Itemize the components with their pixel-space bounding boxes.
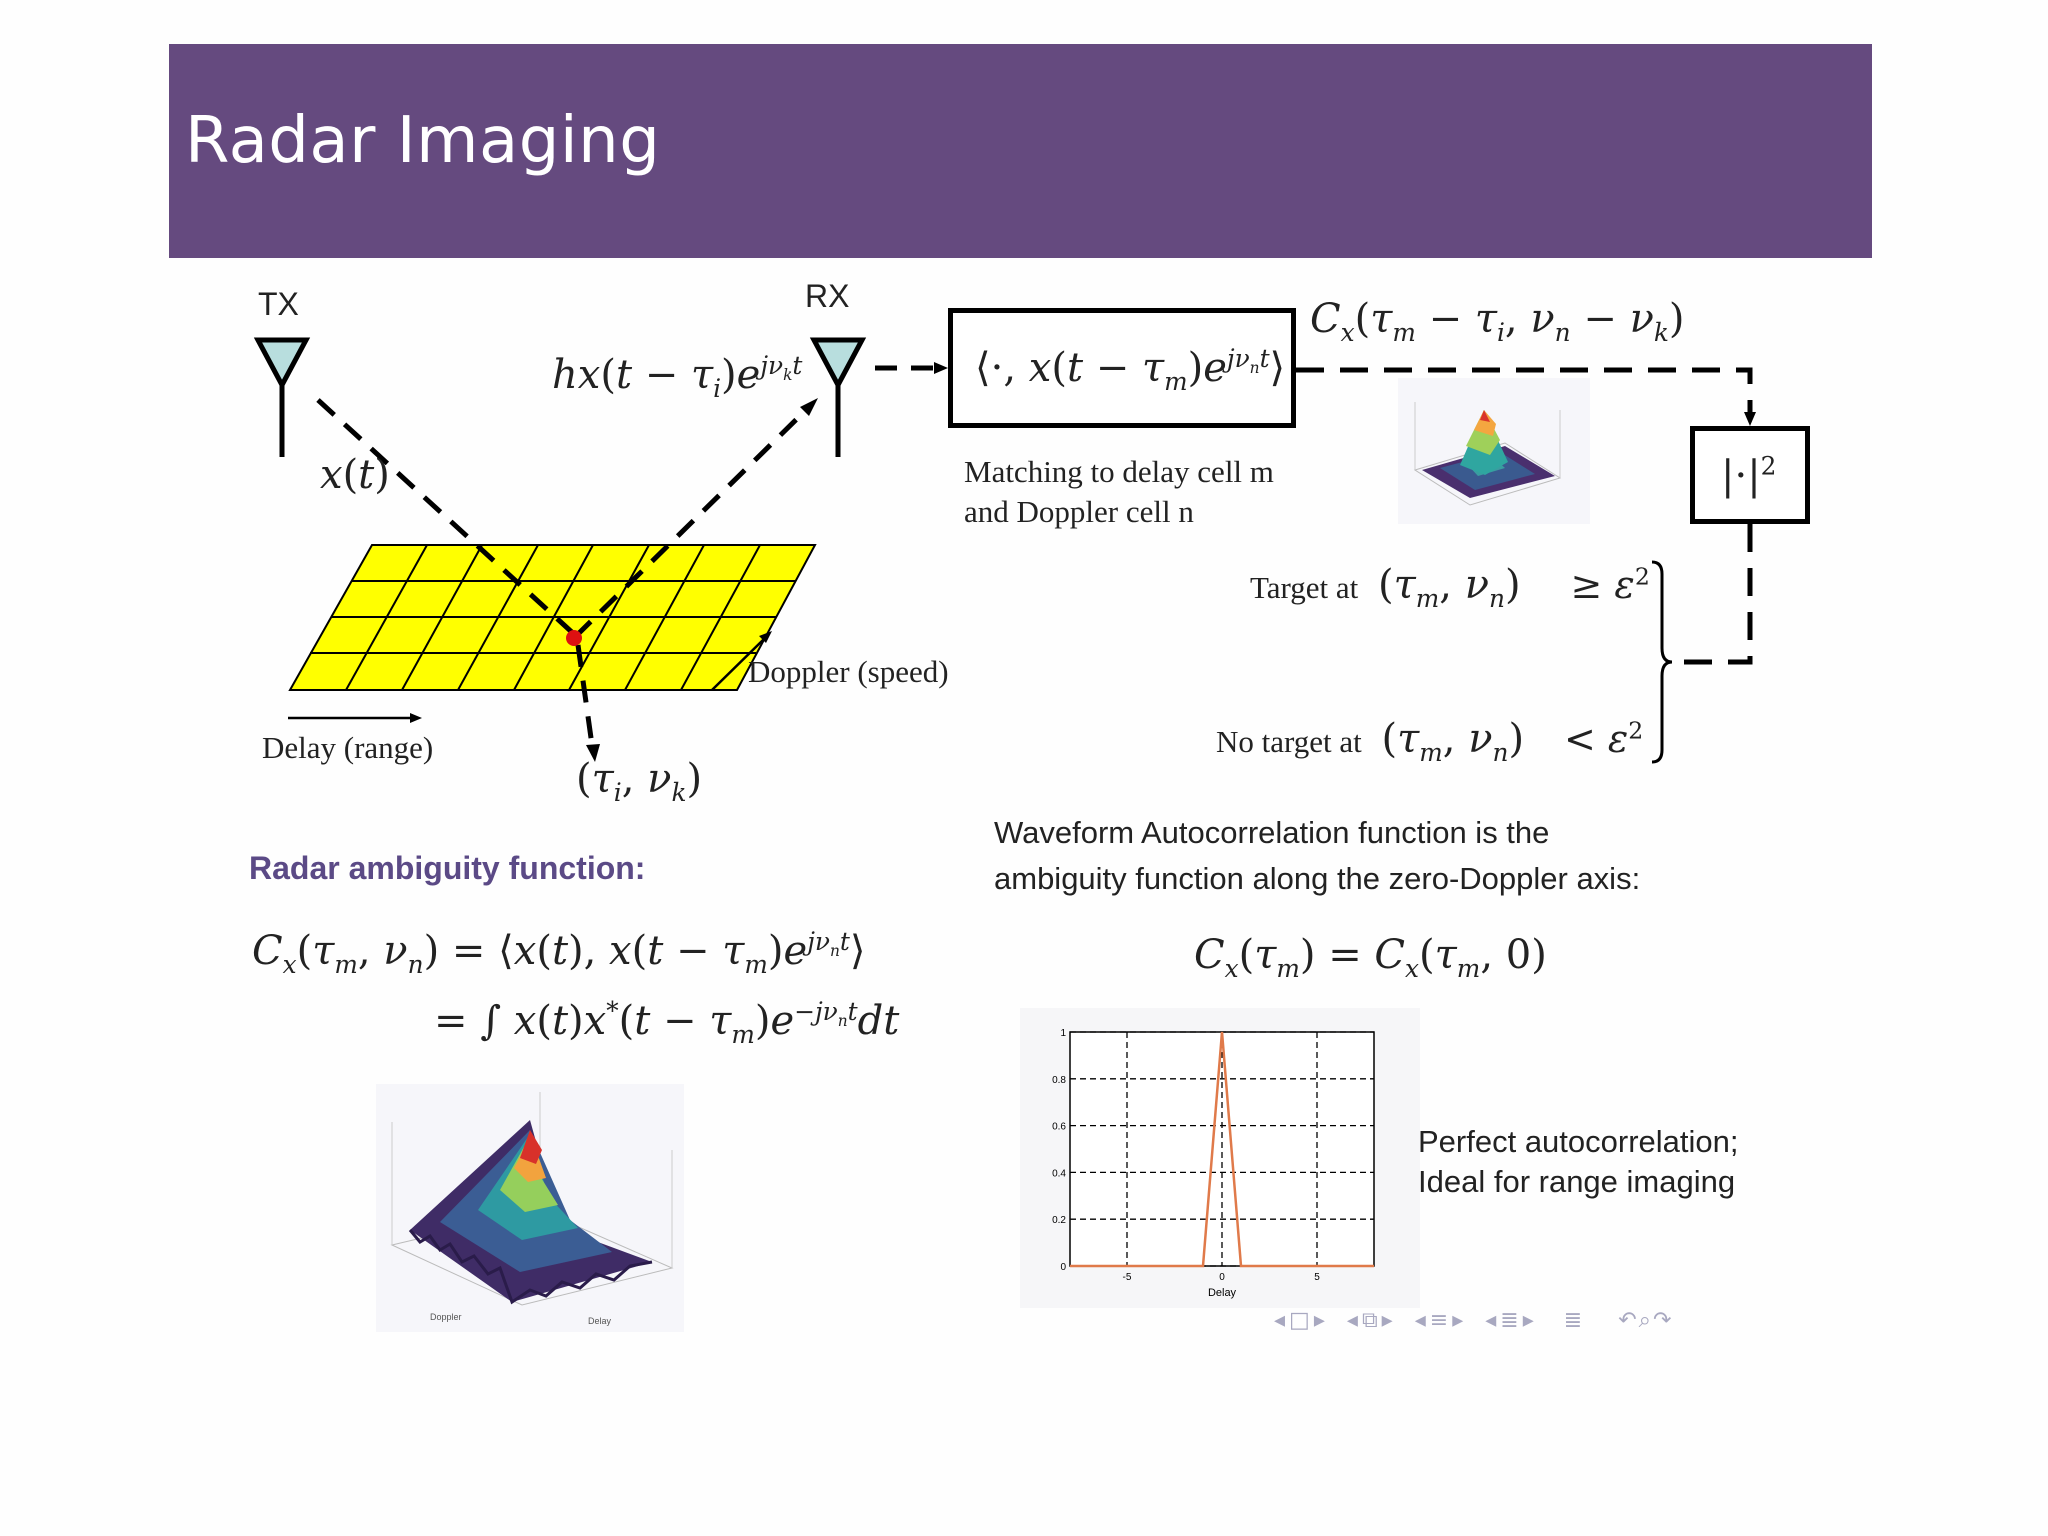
- autocorrelation-note-line1: Perfect autocorrelation;: [1418, 1124, 1739, 1159]
- matching-caption-line1: Matching to delay cell m: [964, 454, 1274, 489]
- delay-axis-label: Delay (range): [262, 730, 434, 765]
- rx-label: RX: [805, 278, 850, 314]
- y-tick-label: 0.6: [1052, 1122, 1066, 1133]
- nav-prev-subsection-icon[interactable]: ◂: [1346, 1308, 1358, 1333]
- nav-next-section-icon[interactable]: ▸: [1452, 1308, 1464, 1333]
- beamer-navigation-bar: ◂□▸◂⧉▸◂≡▸◂≣▸≣↶⌕↷: [1274, 1308, 1874, 1338]
- y-tick-label: 0: [1060, 1262, 1066, 1273]
- nav-section-icon[interactable]: ≡: [1429, 1308, 1449, 1333]
- autocorrelation-text-line2: ambiguity function along the zero-Dopple…: [994, 861, 1641, 896]
- autocorrelation-series-line: [1070, 1031, 1374, 1268]
- nav-back-icon[interactable]: ↶: [1618, 1308, 1637, 1333]
- slide-header: Radar Imaging: [169, 44, 1872, 258]
- nav-next-frame-icon[interactable]: ▸: [1313, 1308, 1325, 1333]
- x-tick-label: 5: [1314, 1272, 1320, 1283]
- ambiguity-equation-line2: = ∫ x(t)x*(t − τm)e−jνntdt: [434, 996, 900, 1049]
- y-tick-label: 0.2: [1052, 1215, 1066, 1226]
- nav-toc-icon[interactable]: ≣: [1563, 1308, 1583, 1333]
- decision-brace: [1651, 560, 1673, 764]
- transmit-signal: x(t): [320, 452, 390, 498]
- nav-prev-frame-icon[interactable]: ◂: [1274, 1308, 1286, 1333]
- nav-prev-section-icon[interactable]: ◂: [1414, 1308, 1426, 1333]
- chart-ticks: -5 0 5 0 0.2 0.4 0.6 0.8 1: [1052, 1028, 1320, 1283]
- rx-path: [573, 406, 810, 639]
- matching-caption-line2: and Doppler cell n: [964, 494, 1194, 529]
- target-rule: Target at (τm, νn) ≥ ε2: [1250, 562, 1650, 613]
- tx-label: TX: [258, 286, 299, 322]
- x-tick-label: -5: [1123, 1272, 1132, 1283]
- y-tick-label: 0.4: [1052, 1168, 1066, 1179]
- doppler-axis-label: Doppler (speed): [748, 654, 949, 689]
- rx-antenna-icon: [809, 337, 867, 457]
- ambiguity-heading: Radar ambiguity function:: [249, 850, 646, 886]
- matched-filter-expression: ⟨·, x(t − τm)ejνnt⟩: [975, 343, 1286, 396]
- autocorrelation-note-line2: Ideal for range imaging: [1418, 1164, 1736, 1199]
- nav-subsection-icon[interactable]: ⧉: [1361, 1308, 1378, 1333]
- autocorrelation-text: Waveform Autocorrelation function is the…: [994, 810, 1640, 902]
- magnitude-squared-label: |·|2: [1721, 451, 1777, 499]
- magnitude-squared-block: |·|2: [1690, 426, 1810, 524]
- no-target-rule: No target at (τm, νn) < ε2: [1216, 716, 1644, 767]
- ambiguity-equation-line1: Cx(τm, νn) = ⟨x(t), x(t − τm)ejνnt⟩: [252, 926, 866, 979]
- slide-title: Radar Imaging: [185, 104, 661, 178]
- nav-next-doc-icon[interactable]: ▸: [1522, 1308, 1534, 1333]
- range-doppler-grid: [288, 544, 817, 691]
- matching-caption: Matching to delay cell m and Doppler cel…: [964, 452, 1274, 532]
- autocorrelation-text-line1: Waveform Autocorrelation function is the: [994, 815, 1550, 850]
- nav-doc-icon[interactable]: ≣: [1500, 1308, 1519, 1333]
- autocorrelation-equation: Cx(τm) = Cx(τm, 0): [1194, 932, 1547, 983]
- ambiguity-surface-small: [1398, 378, 1590, 524]
- nav-forward-icon[interactable]: ↷: [1652, 1308, 1672, 1333]
- autocorrelation-chart: -5 0 5 0 0.2 0.4 0.6 0.8 1 Delay: [1020, 1008, 1420, 1308]
- svg-text:Doppler: Doppler: [430, 1312, 462, 1322]
- x-tick-label: 0: [1219, 1272, 1225, 1283]
- nav-next-subsection-icon[interactable]: ▸: [1381, 1308, 1393, 1333]
- svg-text:Delay: Delay: [588, 1316, 612, 1326]
- nav-search-icon[interactable]: ⌕: [1638, 1308, 1651, 1333]
- nav-frame-icon[interactable]: □: [1289, 1308, 1310, 1333]
- correlator-output: Cx(τm − τi, νn − νk): [1310, 296, 1685, 347]
- autocorrelation-note: Perfect autocorrelation; Ideal for range…: [1418, 1122, 1739, 1202]
- tx-path: [316, 398, 577, 637]
- y-tick-label: 1: [1060, 1028, 1066, 1039]
- tx-antenna-icon: [253, 337, 311, 457]
- received-signal: hx(t − τi)ejνkt: [552, 350, 803, 403]
- target-path: [575, 644, 595, 746]
- target-dot: [566, 630, 582, 646]
- y-tick-label: 0.8: [1052, 1075, 1066, 1086]
- nav-prev-doc-icon[interactable]: ◂: [1485, 1308, 1497, 1333]
- chart-x-axis-label: Delay: [1208, 1287, 1237, 1299]
- matched-filter-block: ⟨·, x(t − τm)ejνnt⟩: [948, 308, 1296, 428]
- target-point-label: (τi, νk): [576, 756, 703, 807]
- ambiguity-surface-large: Doppler Delay: [376, 1084, 684, 1332]
